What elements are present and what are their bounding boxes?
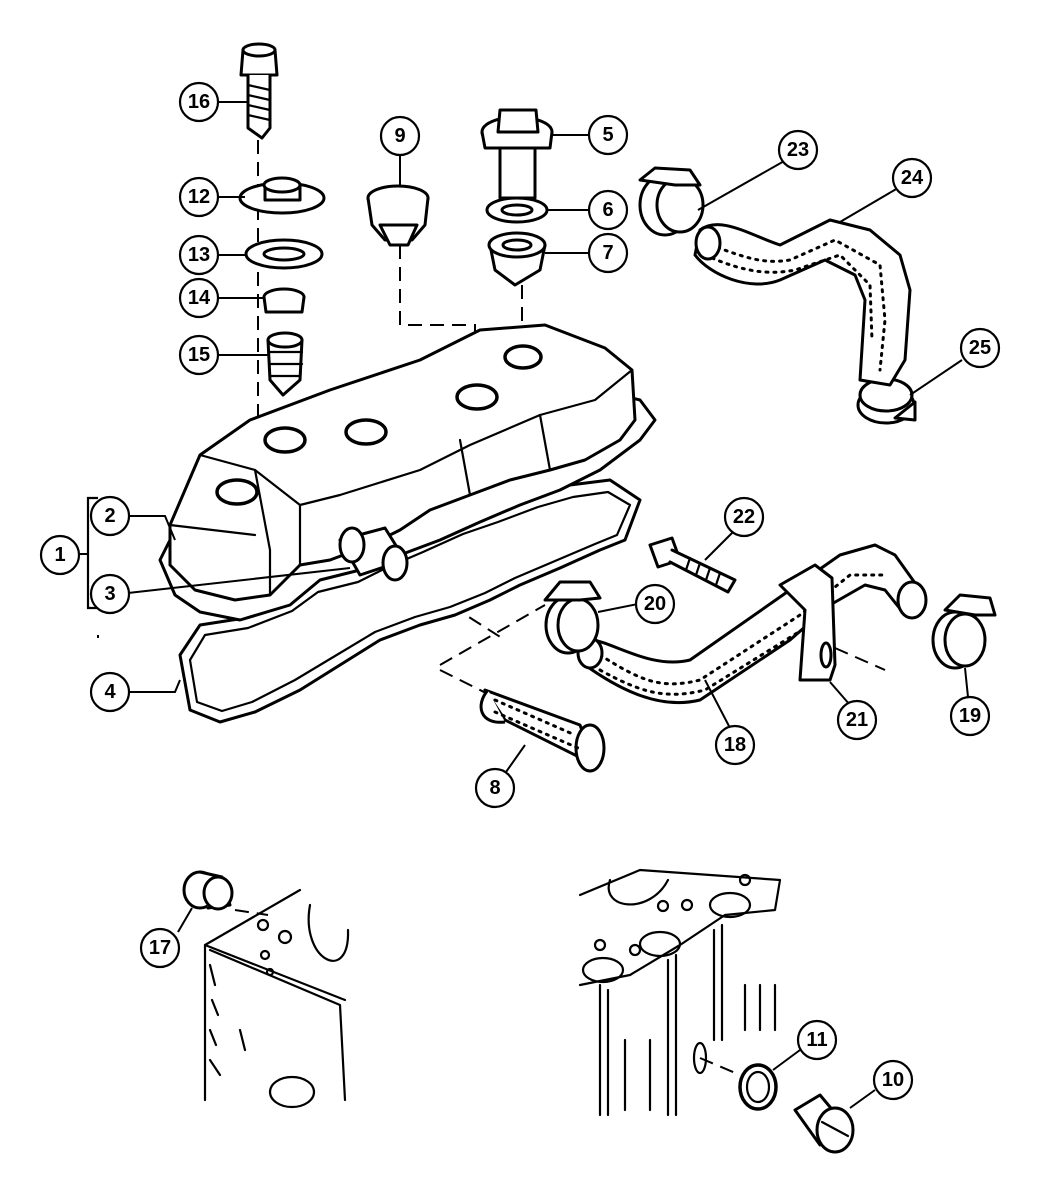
callout-11: 11 (796, 1019, 838, 1061)
callout-22: 22 (723, 496, 765, 538)
svg-text:16: 16 (188, 91, 210, 113)
svg-text:12: 12 (188, 186, 210, 208)
hose-short (479, 688, 606, 773)
svg-text:11: 11 (806, 1029, 827, 1051)
callout-7: 7 (587, 232, 629, 274)
callout-16: 16 (178, 81, 220, 123)
svg-text:18: 18 (724, 734, 746, 756)
callout-17: 17 (139, 927, 181, 969)
hose-bracket (778, 563, 837, 682)
svg-text:4: 4 (104, 681, 116, 703)
hose-clamps (543, 166, 997, 670)
callout-25: 25 (959, 327, 1001, 369)
svg-text:14: 14 (188, 287, 211, 309)
callout-9: 9 (379, 115, 421, 157)
callout-15: 15 (178, 334, 220, 376)
svg-text:19: 19 (959, 705, 981, 727)
callout-23: 23 (777, 129, 819, 171)
svg-text:25: 25 (969, 337, 991, 359)
callout-3: 3 (89, 573, 131, 615)
svg-text:5: 5 (602, 124, 613, 146)
svg-text:10: 10 (882, 1069, 904, 1091)
callout-13: 13 (178, 234, 220, 276)
callout-1: 1 (39, 534, 81, 576)
hose-24 (693, 218, 912, 387)
callout-14: 14 (178, 277, 220, 319)
svg-text:22: 22 (733, 506, 755, 528)
svg-text:2: 2 (104, 505, 115, 527)
oil-filler-cap (366, 184, 430, 247)
bracket-bolt (648, 536, 737, 594)
callout-5: 5 (587, 114, 629, 156)
hose-18 (576, 543, 928, 705)
breather-stack (238, 42, 326, 397)
svg-text:21: 21 (846, 709, 868, 731)
engine-block-left (182, 870, 350, 1109)
svg-text:23: 23 (787, 139, 809, 161)
callout-12: 12 (178, 176, 220, 218)
svg-text:15: 15 (188, 344, 210, 366)
valve-cover (158, 323, 657, 622)
callout-21: 21 (836, 699, 878, 741)
callout-6: 6 (587, 189, 629, 231)
svg-text:7: 7 (602, 242, 613, 264)
engine-block-right (578, 868, 855, 1154)
callout-4: 4 (89, 671, 131, 713)
svg-text:6: 6 (602, 199, 613, 221)
callout-2: 2 (89, 495, 131, 537)
svg-text:9: 9 (394, 125, 405, 147)
callout-8: 8 (474, 767, 516, 809)
callout-19: 19 (949, 695, 991, 737)
callout-10: 10 (872, 1059, 914, 1101)
svg-text:20: 20 (644, 593, 666, 615)
leader-lines (127, 101, 969, 1109)
svg-text:1: 1 (54, 544, 65, 566)
svg-text:8: 8 (489, 777, 500, 799)
svg-text:13: 13 (188, 244, 210, 266)
svg-text:3: 3 (104, 583, 115, 605)
callout-24: 24 (891, 157, 933, 199)
svg-text:24: 24 (901, 167, 924, 189)
svg-text:17: 17 (149, 937, 171, 959)
cover-bolt-assembly (480, 108, 554, 287)
callout-20: 20 (634, 583, 676, 625)
callout-18: 18 (714, 724, 756, 766)
